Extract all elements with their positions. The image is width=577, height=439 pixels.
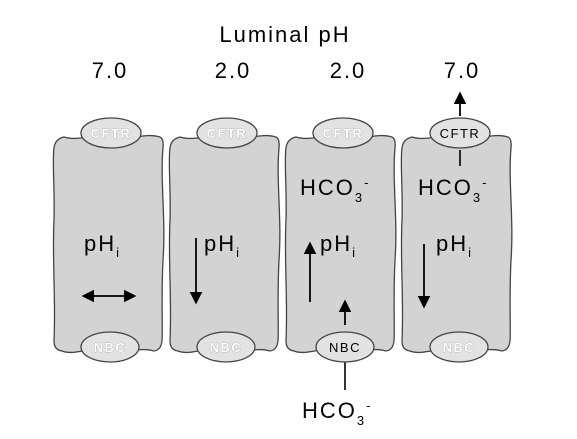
phi-label-3: pHi: [320, 231, 357, 260]
luminal-ph-value-3: 2.0: [330, 58, 367, 83]
cftr-channel-1: CFTR: [80, 117, 142, 149]
nbc-label: NBC: [94, 340, 127, 355]
nbc-transporter-2: NBC: [196, 331, 256, 363]
hco3-inside-label-3: HCO3-: [300, 175, 370, 205]
hco3-outside-label: HCO3-: [302, 398, 372, 428]
nbc-transporter-1: NBC: [80, 331, 140, 363]
cftr-label: CFTR: [323, 126, 364, 141]
luminal-ph-value-4: 7.0: [444, 58, 481, 83]
nbc-label: NBC: [443, 340, 476, 355]
cell-3: [284, 134, 397, 354]
cftr-label: CFTR: [440, 126, 481, 141]
nbc-label: NBC: [210, 340, 243, 355]
cftr-label: CFTR: [91, 126, 132, 141]
diagram-title: Luminal pH: [219, 22, 350, 47]
hco3-inside-label-4: HCO3-: [418, 175, 488, 205]
cftr-channel-3: CFTR: [312, 117, 374, 149]
phi-label-4: pHi: [436, 231, 473, 260]
phi-label-1: pHi: [84, 231, 121, 260]
cftr-label: CFTR: [207, 126, 248, 141]
cftr-channel-2: CFTR: [196, 117, 258, 149]
nbc-label: NBC: [329, 340, 361, 355]
luminal-ph-value-1: 7.0: [92, 58, 129, 83]
cell-body: [284, 134, 397, 354]
phi-label-2: pHi: [204, 231, 241, 260]
nbc-transporter-4: NBC: [429, 331, 489, 363]
luminal-ph-value-2: 2.0: [215, 58, 252, 83]
nbc-transporter-3: NBC: [315, 331, 375, 363]
cftr-channel-4: CFTR: [429, 117, 491, 149]
